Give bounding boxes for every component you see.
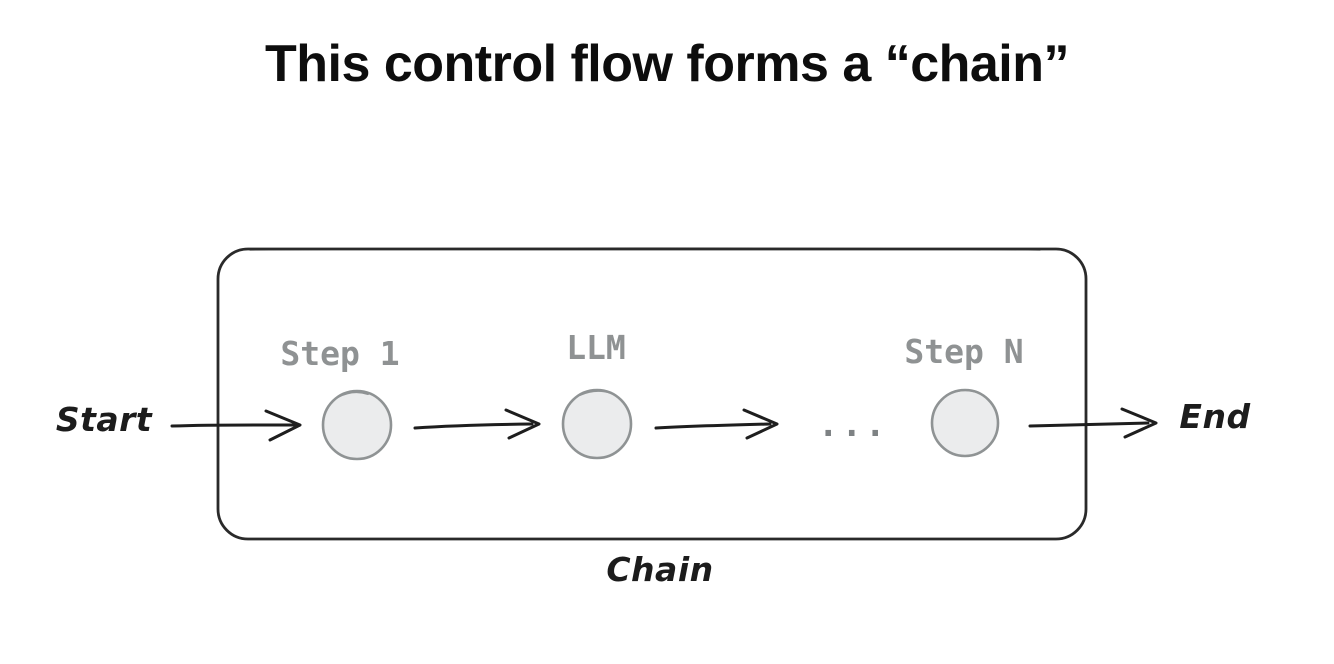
arrow-step1-llm (413, 408, 541, 440)
end-label: End (1179, 397, 1251, 436)
chain-label: Chain (606, 550, 714, 589)
llm-node (561, 388, 633, 460)
step-n-node-sketch (946, 389, 978, 396)
llm-node-sketch (579, 389, 612, 396)
step-1-label: Step 1 (280, 334, 400, 373)
start-arrow (170, 409, 302, 442)
step-1-node (321, 389, 393, 461)
chain-box-sketch-line (249, 247, 1041, 251)
llm-label: LLM (566, 328, 626, 367)
step-n-label: Step N (904, 332, 1024, 371)
arrow-llm-ellipsis (654, 408, 779, 440)
step-n-node (930, 388, 1000, 458)
step-1-node-sketch (337, 391, 369, 398)
end-arrow (1028, 407, 1158, 439)
page-title: This control flow forms a “chain” (264, 35, 1070, 93)
chain-box (216, 247, 1088, 541)
ellipsis-dots: ... (818, 405, 889, 445)
start-label: Start (55, 400, 153, 439)
